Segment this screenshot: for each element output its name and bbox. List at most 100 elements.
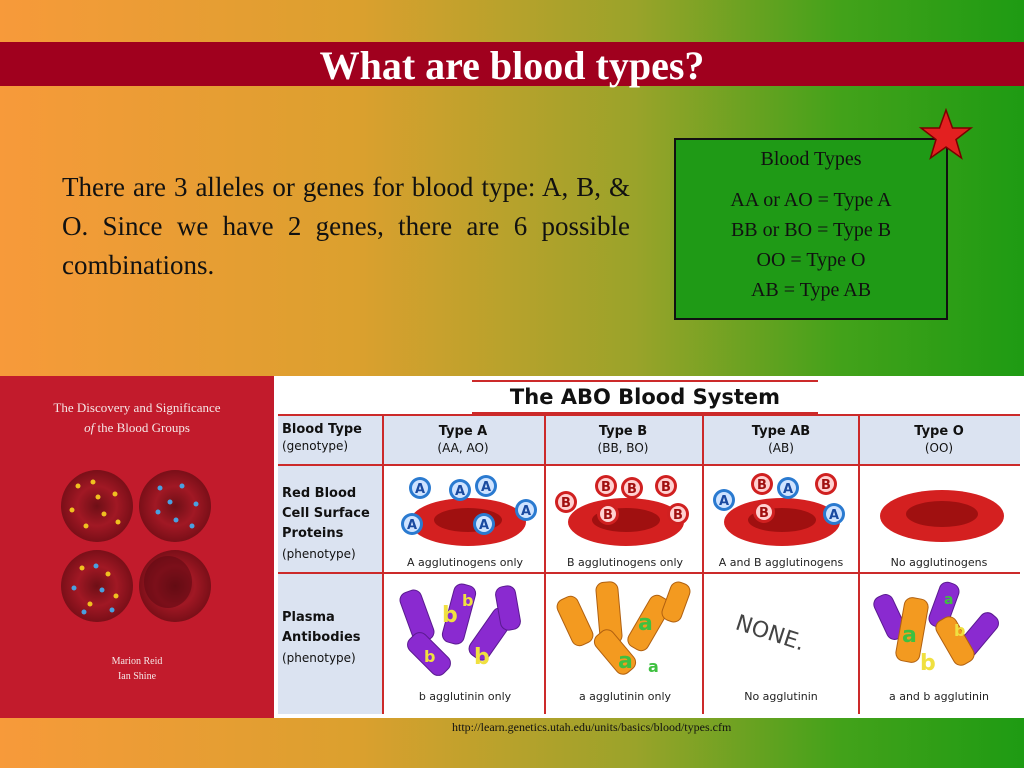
svg-text:A: A [783,482,793,497]
caption-antibody-b: a agglutinin only [578,690,672,703]
book-title-rest: the Blood Groups [94,420,190,435]
grid-line [702,414,704,714]
type-ab-cell-illustration: A B A B B A [713,473,845,546]
type-b-line: BB or BO = Type B [730,219,892,241]
book-title-line1: The Discovery and Significance [53,400,221,415]
row-header-label: Red Blood [282,486,357,501]
grid-line [544,414,546,714]
grid-line [278,414,1020,416]
svg-text:a: a [902,623,917,648]
svg-text:B: B [561,496,571,511]
anti-a-and-b-antibody-illustration: a a b b [873,581,999,676]
author-2: Ian Shine [117,671,157,682]
column-genotype: (OO) [924,441,954,455]
blood-types-box: Blood Types AA or AO = Type A BB or BO =… [674,138,948,320]
column-genotype: (AA, AO) [437,441,489,455]
author-1: Marion Reid [111,656,163,667]
svg-text:b: b [920,651,936,676]
svg-text:B: B [757,478,767,493]
svg-text:A: A [521,504,531,519]
type-b-cell-illustration: B B B B B B [555,475,689,546]
row-header-plasma-antibodies: Plasma Antibodies (phenotype) [282,608,386,668]
book-title-italic: of [84,420,95,435]
row-header-sub: (phenotype) [282,651,356,665]
none-illustration: NONE. [732,611,807,657]
abo-chart: The ABO Blood System Blood Type (genotyp… [274,376,1024,718]
row-header-sub: (phenotype) [282,547,356,561]
column-header-type-b: Type B (BB, BO) [548,424,698,456]
svg-text:B: B [673,508,683,523]
row-header-surface-proteins: Red Blood Cell Surface Proteins (phenoty… [282,484,386,564]
caption-surface-a: A agglutinogens only [406,556,524,569]
star-icon [918,108,974,160]
column-header-type-ab: Type AB (AB) [706,424,856,456]
source-link[interactable]: http://learn.genetics.utah.edu/units/bas… [452,720,732,734]
column-header-type-o: Type O (OO) [864,424,1014,456]
row-header-label: Cell Surface [282,506,370,521]
svg-text:b: b [462,591,473,610]
blood-types-heading: Blood Types [760,148,862,170]
row-header-sub: (genotype) [282,439,349,453]
svg-text:A: A [479,518,489,533]
grid-line [278,464,1020,466]
column-header-type-a: Type A (AA, AO) [388,424,538,456]
svg-text:B: B [603,508,613,523]
svg-text:A: A [719,494,729,509]
intro-paragraph: There are 3 alleles or genes for blood t… [62,172,630,281]
svg-text:A: A [829,508,839,523]
svg-text:a: a [638,611,653,636]
none-label: NONE. [732,611,807,657]
svg-text:A: A [415,482,425,497]
svg-text:b: b [424,647,435,666]
row-header-label: Proteins [282,526,344,541]
grid-line [382,414,384,714]
svg-text:A: A [407,518,417,533]
caption-surface-o: No agglutinogens [890,556,988,569]
type-o-cell-illustration [880,490,1004,542]
column-type: Type AB [751,424,811,439]
svg-text:a: a [618,649,633,674]
type-a-line: AA or AO = Type A [730,189,892,211]
svg-text:B: B [627,482,637,497]
svg-text:a: a [648,657,659,676]
row-header-blood-type: Blood Type (genotype) [282,422,386,454]
svg-text:b: b [954,621,965,640]
column-genotype: (AB) [768,441,794,455]
row-header-label: Blood Type [282,422,362,437]
svg-text:A: A [481,480,491,495]
svg-text:a: a [944,592,953,608]
header-band [278,416,1020,464]
grid-line [278,572,1020,574]
slide-title: What are blood types? [0,42,1024,88]
svg-text:A: A [455,484,465,499]
column-type: Type B [598,424,648,439]
type-o-line: OO = Type O [756,249,866,271]
row-header-label: Plasma [282,610,335,625]
svg-text:B: B [821,478,831,493]
book-title-line2: of the Blood Groups [0,420,274,436]
row-header-label: Antibodies [282,630,361,645]
row-head-band-2 [278,466,382,572]
caption-antibody-o: a and b agglutinin [888,690,989,703]
type-a-cell-illustration: A A A A A A [401,475,537,546]
svg-text:b: b [474,645,490,670]
svg-text:B: B [759,506,769,521]
book-cover-image: The Discovery and Significance of the Bl… [0,376,274,718]
svg-text:B: B [601,480,611,495]
column-type: Type O [914,424,964,439]
column-type: Type A [438,424,488,439]
caption-antibody-ab: No agglutinin [744,690,818,703]
caption-surface-ab: A and B agglutinogens [718,556,844,569]
abo-title: The ABO Blood System [472,380,818,414]
caption-surface-b: B agglutinogens only [566,556,684,569]
anti-b-antibody-illustration: bb bb [399,583,521,676]
svg-text:b: b [442,603,458,628]
blood-cells-illustration [61,470,211,622]
grid-line [858,414,860,714]
svg-text:B: B [661,480,671,495]
row-head-band-3 [278,574,382,714]
column-genotype: (BB, BO) [597,441,649,455]
caption-antibody-a: b agglutinin only [418,690,512,703]
